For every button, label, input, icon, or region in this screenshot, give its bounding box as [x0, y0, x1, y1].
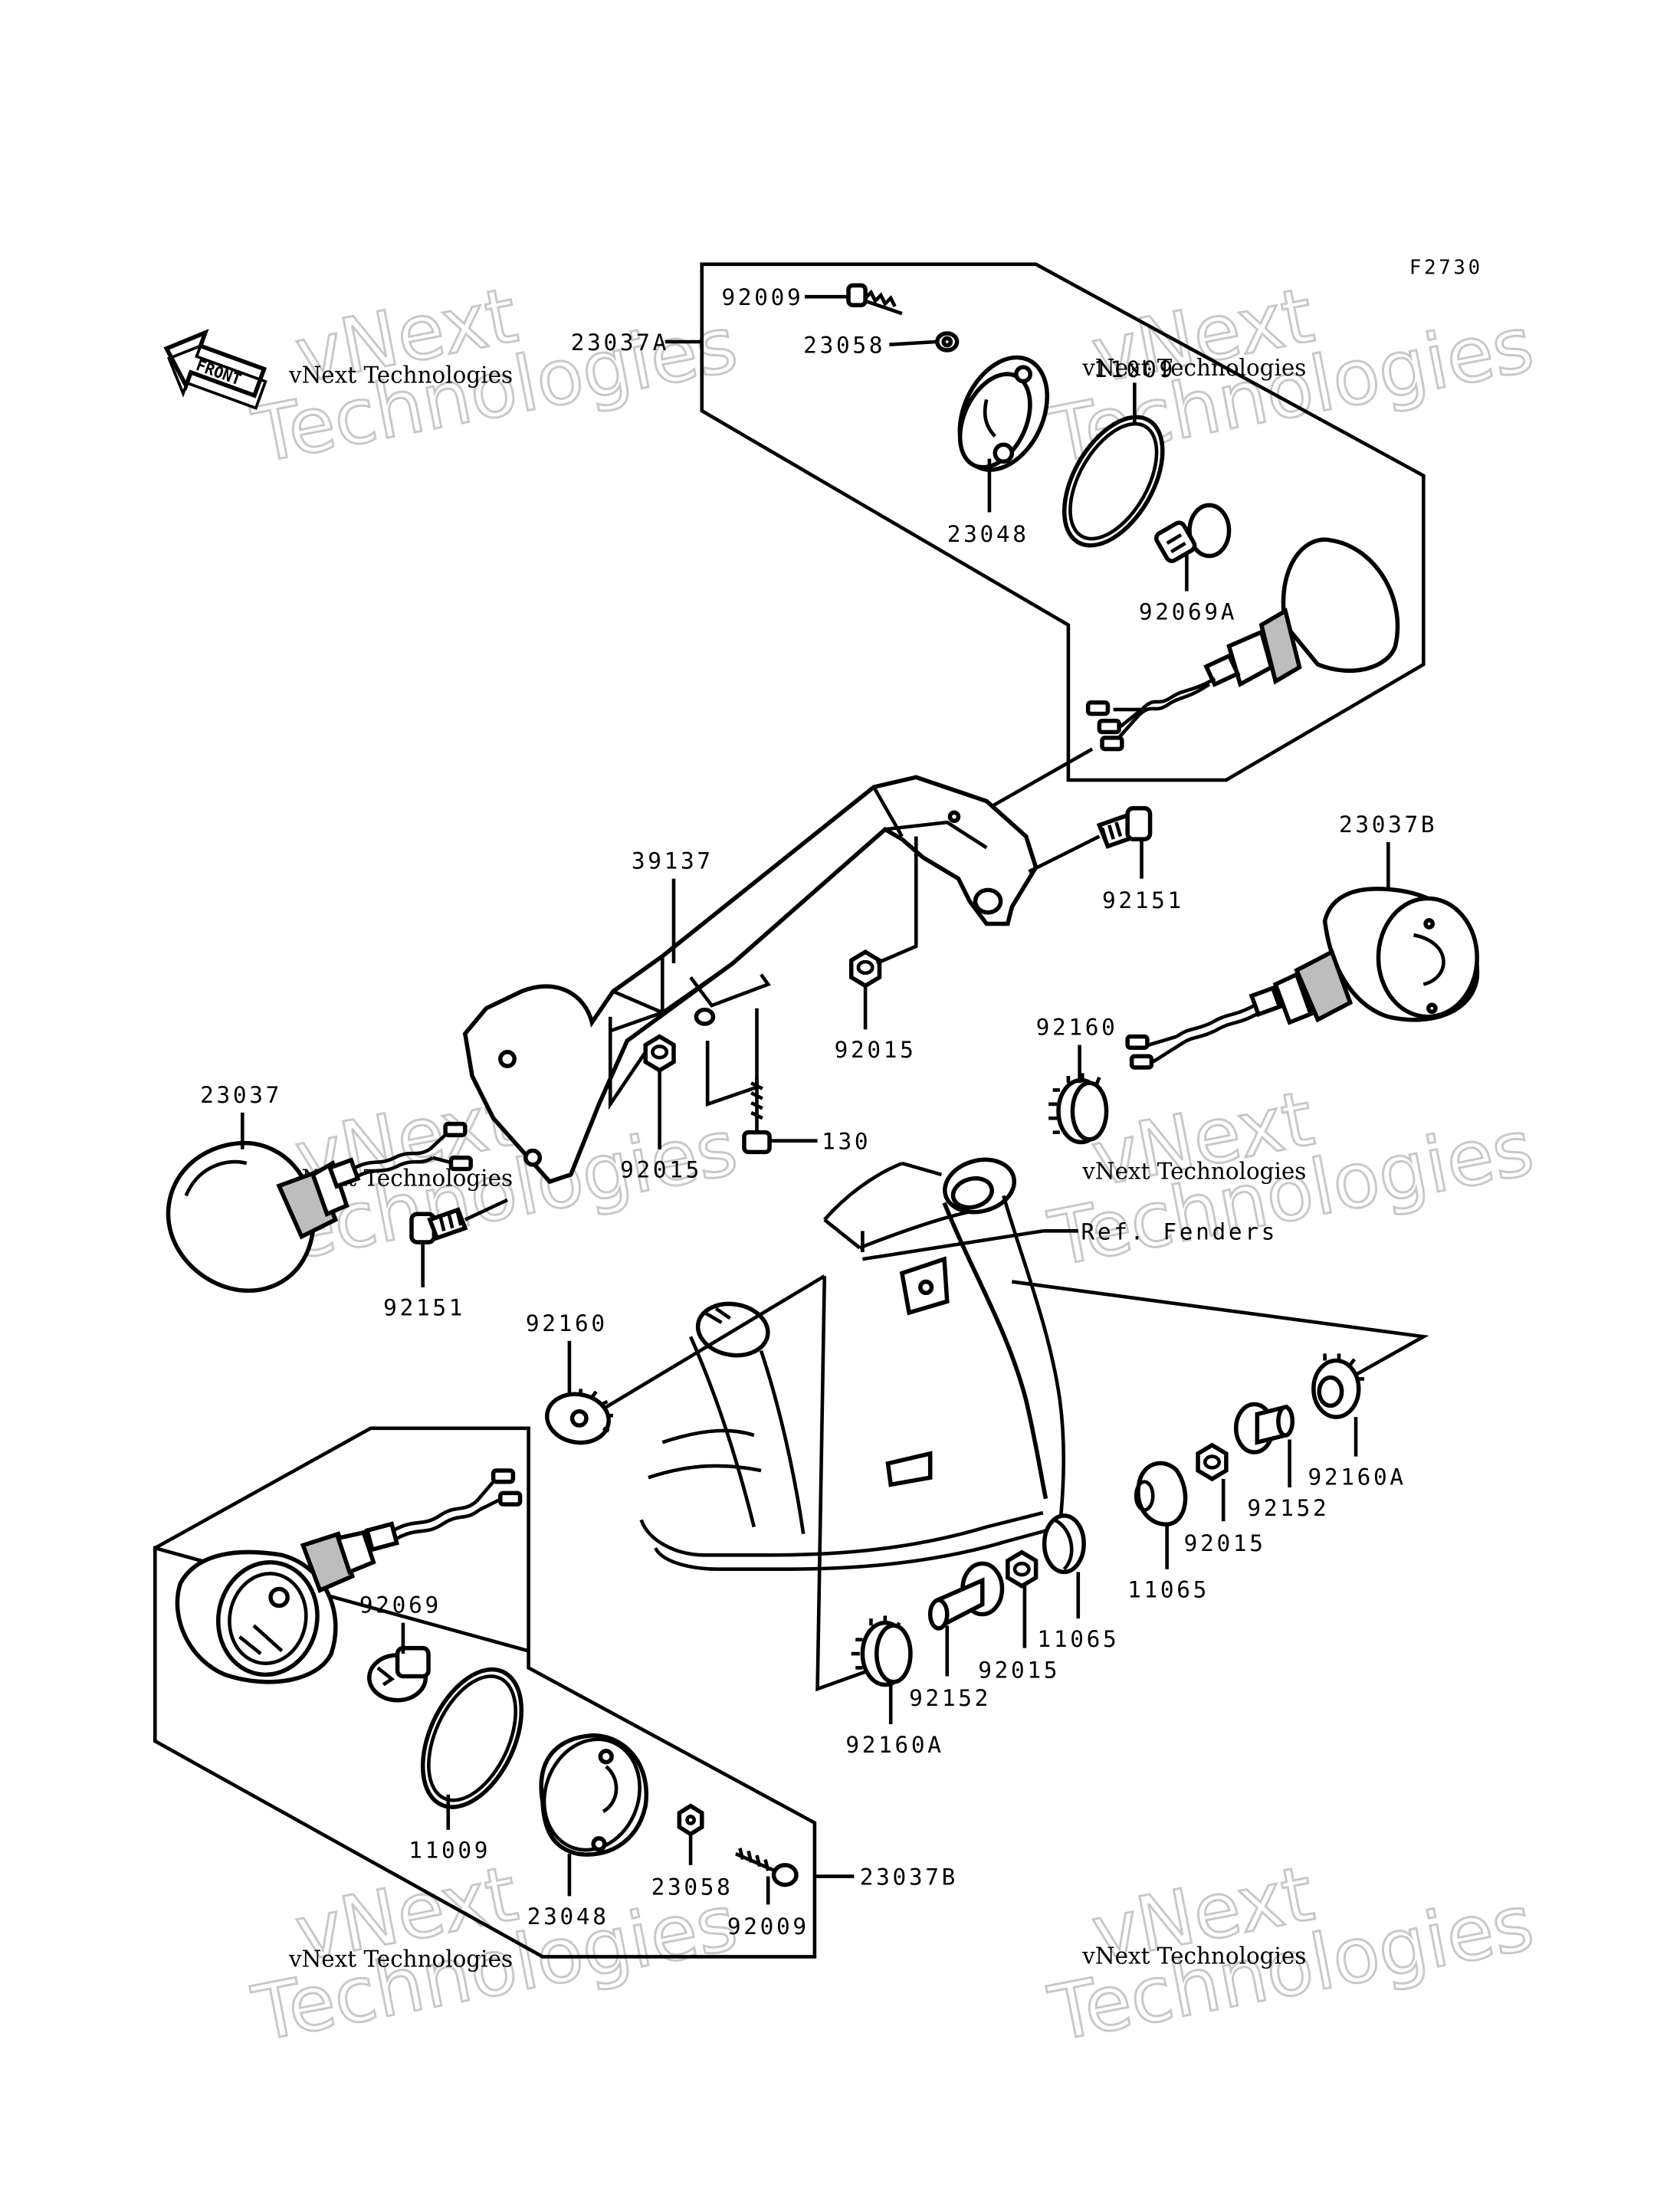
part-label: 11009 [409, 1838, 491, 1864]
watermark-bottom-right: vNext Technologies [1042, 1848, 1541, 2060]
nut-92015-lower [1006, 1549, 1039, 1589]
grommet-92160-left [544, 1389, 613, 1445]
nut-92015-upper [848, 949, 882, 989]
part-label: 23037 [200, 1082, 282, 1108]
watermark-text: vNext Technologies [288, 1946, 513, 1972]
part-label: 92160 [526, 1310, 608, 1336]
nut-92015-mid [643, 1034, 676, 1073]
part-label: 92151 [383, 1295, 465, 1321]
watermark-text: vNext Technologies [1081, 1158, 1306, 1184]
watermark-text: vNext Technologies [288, 362, 513, 388]
part-label: 23048 [947, 521, 1029, 547]
lens-23048-bottom [539, 1733, 649, 1857]
leader-line [605, 1274, 825, 1409]
bracket-39137 [462, 775, 1039, 1185]
part-label: 11009 [1094, 356, 1176, 382]
cap-11065-upper [1134, 1461, 1188, 1526]
leader-line [464, 1198, 508, 1221]
turn-signal-housing-bottom [175, 1468, 523, 1684]
screw-92009-top [846, 283, 903, 316]
part-label: 39137 [632, 848, 714, 874]
part-label: 92160A [1308, 1464, 1406, 1490]
part-label: 23037A [571, 330, 669, 356]
part-label: 92015 [620, 1156, 702, 1182]
grommet-92160A-lower [851, 1615, 913, 1687]
leader-line [862, 1229, 1078, 1261]
bulb-92069A [1153, 503, 1232, 563]
leader-line [1028, 835, 1101, 874]
leader-line [815, 1276, 878, 1692]
turn-signal-23037-left [166, 1121, 473, 1294]
part-label: 11065 [1127, 1576, 1209, 1602]
part-label: 23058 [803, 333, 885, 359]
part-label: 23037B [860, 1864, 958, 1890]
part-label: 92015 [1184, 1530, 1266, 1556]
collar-92152-lower [927, 1561, 1005, 1631]
part-label: 92015 [978, 1657, 1060, 1683]
leader-line [705, 1008, 759, 1107]
lens-23048-top [957, 355, 1050, 472]
collar-92152-right [1233, 1402, 1295, 1454]
part-label: 11065 [1037, 1626, 1119, 1652]
turn-signal-housing-top [1085, 537, 1400, 752]
part-label: 92069A [1139, 598, 1237, 625]
watermark-text: vNext Technologies [1081, 1943, 1306, 1969]
screw-92009-bottom [735, 1848, 799, 1887]
watermark-text: vNext Technologies [1081, 355, 1306, 381]
part-label: 92151 [1102, 887, 1184, 913]
bolt-92151-right [1096, 805, 1153, 849]
part-label: 23037B [1339, 812, 1437, 838]
part-label: 92152 [1247, 1495, 1329, 1521]
gasket-11009-top [1061, 415, 1165, 548]
frame-reference [639, 1157, 1066, 1571]
cap-11065-lower [1042, 1513, 1086, 1575]
leader-line [1012, 1280, 1429, 1376]
grommet-92160A-right [1311, 1353, 1365, 1419]
leader-line [889, 339, 937, 346]
leader-line [608, 1016, 648, 1110]
grommet-92160-upper [1048, 1073, 1109, 1145]
part-label: 92015 [835, 1037, 917, 1063]
part-label: 92009 [722, 284, 804, 310]
part-label: 92160 [1036, 1015, 1118, 1041]
diagram-code: F2730 [1409, 257, 1483, 280]
nut-23058-top [935, 331, 960, 353]
part-label: 23058 [651, 1874, 733, 1900]
bulb-92069 [367, 1645, 431, 1703]
turn-signal-23037B-right [1125, 887, 1479, 1070]
part-label: 92009 [727, 1913, 809, 1940]
part-label: Ref. Fenders [1081, 1218, 1278, 1244]
part-label: 23048 [527, 1904, 609, 1930]
part-label: 92152 [909, 1685, 991, 1711]
assembly-outline-23037A [700, 262, 1426, 782]
gasket-11009-bottom [420, 1667, 524, 1809]
part-label: 92160A [845, 1732, 943, 1758]
nut-23058-bottom [677, 1803, 704, 1837]
part-label: 130 [822, 1129, 871, 1155]
nut-92015-right [1196, 1442, 1229, 1482]
leader-line [875, 836, 918, 966]
watermark-top-left: vNext Technologies [245, 271, 745, 482]
part-label: 92069 [359, 1592, 441, 1618]
front-arrow-icon: FRONT [163, 329, 267, 410]
